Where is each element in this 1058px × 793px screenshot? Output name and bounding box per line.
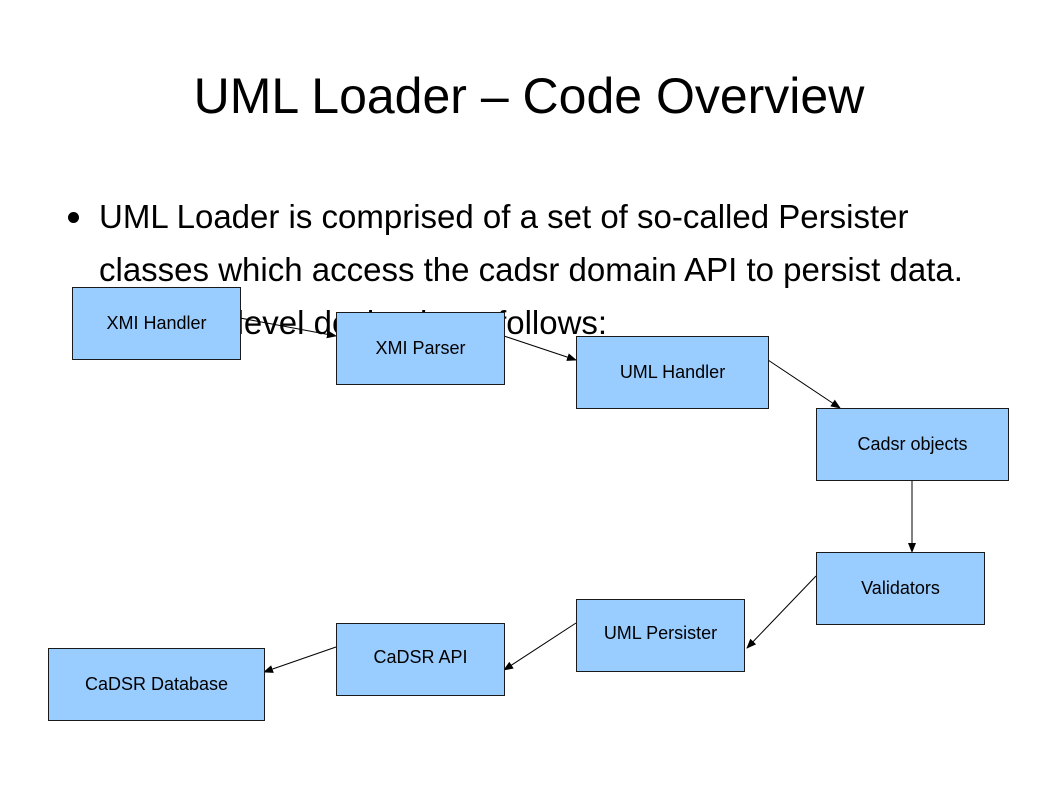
- edge-validators-to-uml-persister: [746, 575, 817, 649]
- bullet-dot-icon: [68, 212, 79, 223]
- edge-uml-handler-to-cadsr-objects: [767, 359, 841, 409]
- node-xmi-handler: XMI Handler: [72, 287, 241, 360]
- node-label: UML Persister: [603, 623, 718, 643]
- node-cadsr-api: CaDSR API: [336, 623, 505, 696]
- edge-uml-persister-to-cadsr-api: [503, 622, 577, 671]
- node-label: CaDSR API: [373, 647, 468, 667]
- node-label: Validators: [861, 578, 940, 598]
- node-uml-handler: UML Handler: [576, 336, 769, 409]
- node-label: UML Handler: [619, 362, 726, 382]
- node-uml-persister: UML Persister: [576, 599, 745, 672]
- node-label: XMI Parser: [375, 338, 466, 358]
- bullet-text: UML Loader is comprised of a set of so-c…: [99, 198, 963, 341]
- node-label: Cadsr objects: [857, 434, 968, 454]
- edge-cadsr-api-to-cadsr-database: [263, 646, 337, 673]
- node-label: CaDSR Database: [84, 674, 229, 694]
- node-cadsr-objects: Cadsr objects: [816, 408, 1009, 481]
- node-validators: Validators: [816, 552, 985, 625]
- node-label: XMI Handler: [106, 313, 207, 333]
- node-cadsr-database: CaDSR Database: [48, 648, 265, 721]
- slide-title: UML Loader – Code Overview: [193, 68, 865, 124]
- node-xmi-parser: XMI Parser: [336, 312, 505, 385]
